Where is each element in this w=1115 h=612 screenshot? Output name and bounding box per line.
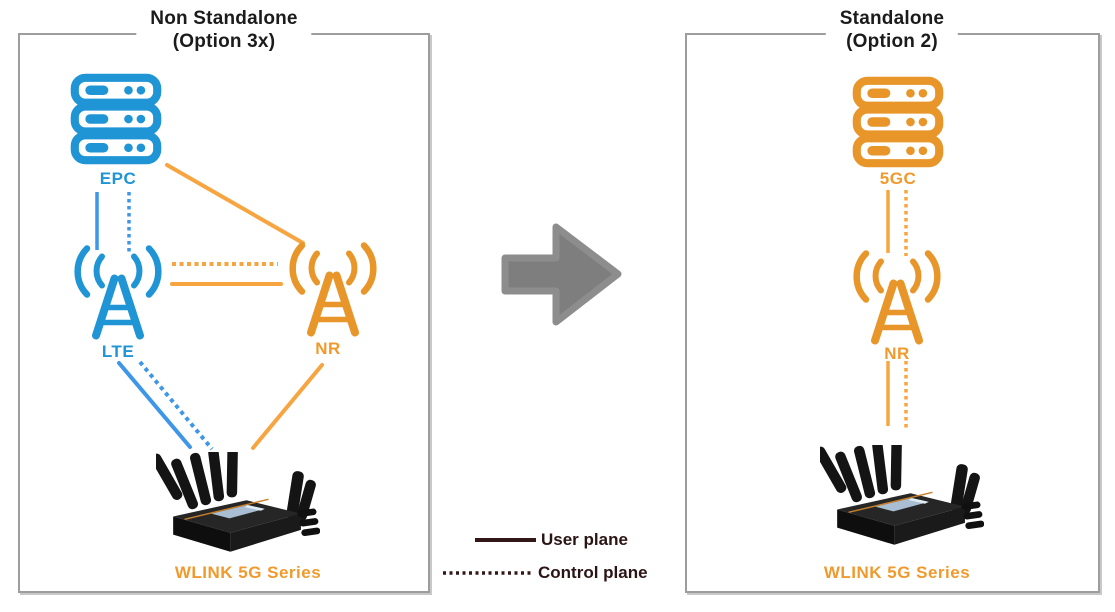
router-label-left: WLINK 5G Series xyxy=(174,563,322,582)
nr-label-left: NR xyxy=(315,339,341,358)
nr-label-right: NR xyxy=(884,344,910,363)
lte-node xyxy=(66,243,170,343)
router-node-left xyxy=(148,445,322,560)
non-standalone-title-line2: (Option 3x) xyxy=(172,31,276,52)
router-image xyxy=(812,438,986,546)
epc-label: EPC xyxy=(99,169,137,188)
non-standalone-title: Non Standalone (Option 3x) xyxy=(136,7,312,53)
cell-tower-icon xyxy=(845,248,949,348)
lte-label: LTE xyxy=(101,342,135,361)
nr-node-left xyxy=(281,240,385,340)
5gc-node xyxy=(852,75,944,169)
standalone-title-line2: (Option 2) xyxy=(846,31,938,52)
non-standalone-title-line1: Non Standalone xyxy=(150,8,298,29)
standalone-title: Standalone (Option 2) xyxy=(825,7,959,53)
router-node-right xyxy=(812,438,986,553)
legend-control-plane-label: Control plane xyxy=(538,563,648,582)
server-icon xyxy=(852,75,944,169)
right-arrow-icon xyxy=(501,223,622,326)
cell-tower-icon xyxy=(281,240,385,340)
legend-user-plane-label: User plane xyxy=(541,530,628,549)
router-label-right: WLINK 5G Series xyxy=(823,563,971,582)
nr-node-right xyxy=(845,248,949,348)
standalone-title-line1: Standalone xyxy=(839,8,945,29)
5gc-label: 5GC xyxy=(879,169,917,188)
cell-tower-icon xyxy=(66,243,170,343)
router-image xyxy=(148,445,322,553)
transition-arrow xyxy=(497,212,625,338)
epc-node xyxy=(70,72,162,166)
server-icon xyxy=(70,72,162,166)
